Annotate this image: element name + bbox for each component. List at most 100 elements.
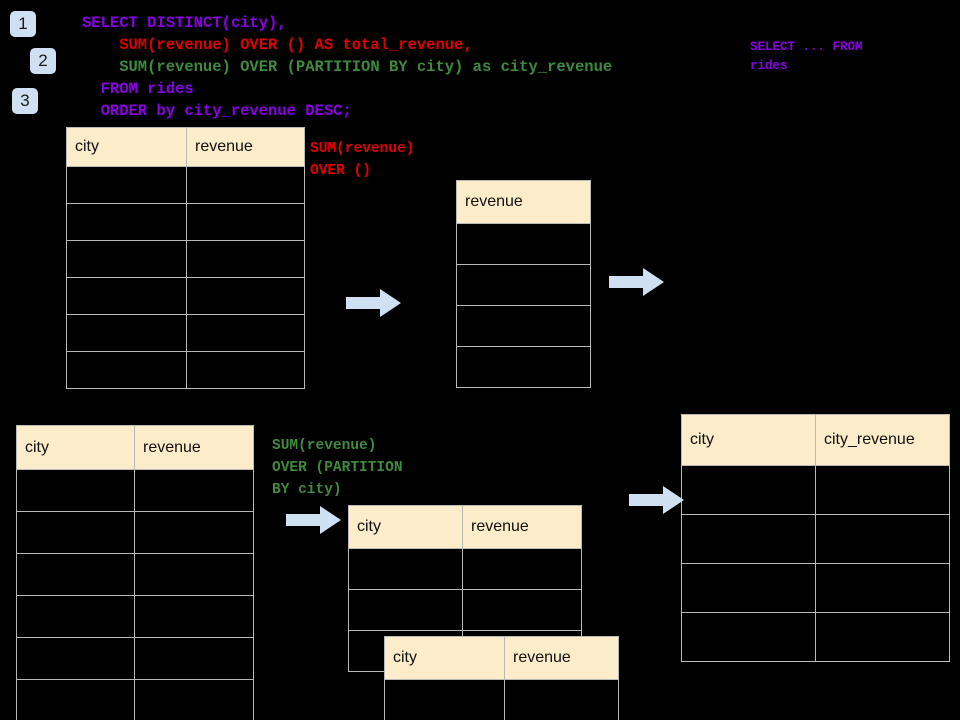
annotation-line: OVER (PARTITION [272,460,403,476]
table-cell [134,511,254,554]
table-row [66,277,305,315]
table-row [348,548,582,590]
annotation-sum-over-partition: SUM(revenue) OVER (PARTITION BY city) [272,435,403,501]
step-badge-3: 3 [12,88,38,114]
table-cell [456,346,591,388]
table-cell [186,314,305,352]
table-row [681,465,950,515]
table-row [16,469,254,512]
table-row [16,511,254,554]
table-row [66,240,305,278]
step-badge-2: 2 [30,48,56,74]
table-row [66,351,305,389]
column-header: city [384,636,505,680]
flow-arrow-icon [629,485,685,515]
table-cell [462,589,582,631]
table-row [456,264,591,306]
table-cell [16,679,135,720]
table-cell [134,637,254,680]
table-row [16,637,254,680]
table-cell [462,548,582,590]
annotation-line: SUM(revenue) [310,141,415,157]
annotation-line: OVER () [310,163,371,179]
table-cell [348,589,463,631]
table-row [681,563,950,613]
sql-query-text: SELECT DISTINCT(city), SUM(revenue) OVER… [82,12,612,122]
column-header: city [681,414,816,466]
table-cell [456,264,591,306]
flow-arrow-icon [609,267,665,297]
table-cell [16,637,135,680]
flow-arrow-icon [286,505,342,535]
table-cell [681,514,816,564]
table-cell [456,305,591,347]
table-cell [186,203,305,241]
annotation-sum-over-empty: SUM(revenue) OVER () [310,138,414,182]
column-header: city [16,425,135,470]
column-header: revenue [462,505,582,549]
table-cell [16,595,135,638]
table-cell [134,595,254,638]
table-row [66,314,305,352]
table-row [456,305,591,347]
table-cell [815,514,950,564]
table-row [681,612,950,662]
table-cell [348,548,463,590]
table-row [384,679,619,720]
table-cell [815,612,950,662]
table-row [66,203,305,241]
column-header: revenue [504,636,619,680]
table-cell [504,679,619,720]
table-cell [134,553,254,596]
table-cell [681,465,816,515]
table-cell [681,612,816,662]
annotation-line: SUM(revenue) [272,438,377,454]
table-cell [134,679,254,720]
table-row [456,346,591,388]
table-cell [66,351,187,389]
sql-line-2: SUM(revenue) OVER () AS total_revenue, [82,36,473,54]
table-row [348,589,582,631]
table-cell [186,351,305,389]
table-row [66,166,305,204]
column-header: revenue [456,180,591,224]
table-cell [186,166,305,204]
step-badge-1: 1 [10,11,36,37]
table-cell [815,465,950,515]
table-cell [66,166,187,204]
column-header: city [348,505,463,549]
sql-line-5: ORDER by city_revenue DESC; [82,102,352,120]
table-cell [681,563,816,613]
sql-line-1: SELECT DISTINCT(city), [82,14,287,32]
table-cell [456,223,591,265]
table-cell [66,277,187,315]
table-cell [66,314,187,352]
annotation-line: BY city) [272,482,342,498]
table-cell [186,277,305,315]
sql-line-3: SUM(revenue) OVER (PARTITION BY city) as… [82,58,613,76]
table-row [16,679,254,720]
table-cell [134,469,254,512]
table-cell [384,679,505,720]
table-cell [815,563,950,613]
table-header-row: revenue [456,180,591,224]
table-cell [16,511,135,554]
column-header: city [66,127,187,167]
table-row [681,514,950,564]
table-total-revenue: revenue [456,180,591,388]
table-row [16,553,254,596]
flow-arrow-icon [346,288,402,318]
table-cell [66,240,187,278]
table-row [456,223,591,265]
